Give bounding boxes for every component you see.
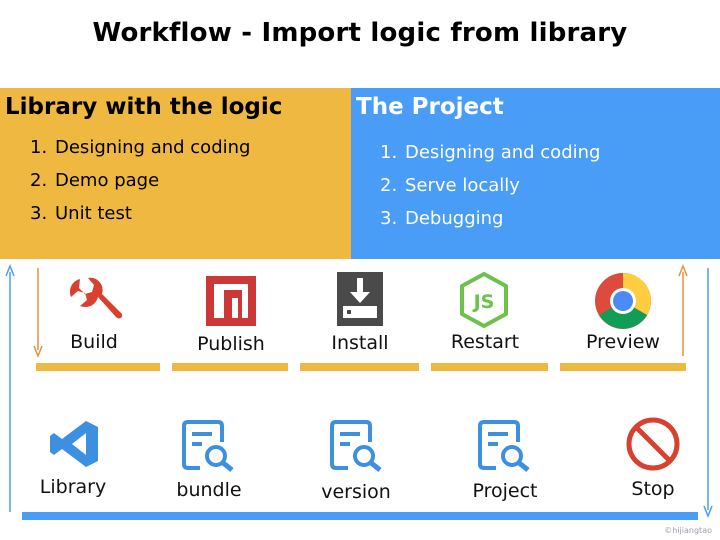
step-label-restart: Restart xyxy=(450,331,520,353)
nodejs-icon: JS xyxy=(460,272,508,328)
download-tray-icon xyxy=(337,272,383,326)
step-label-install: Install xyxy=(331,332,389,354)
project-panel: The Project 1. Designing and coding 2. Ser… xyxy=(351,88,720,259)
list-item: 1. Designing and coding xyxy=(30,131,250,164)
library-steps-list: 1. Designing and coding 2. Demo page 3. Uni… xyxy=(30,131,250,230)
svg-text:JS: JS xyxy=(472,291,495,313)
list-text: Designing and coding xyxy=(405,142,601,163)
npm-icon xyxy=(206,276,256,326)
separator-bar xyxy=(36,363,160,371)
list-number: 3. xyxy=(30,203,48,224)
step-label-version: version xyxy=(321,481,391,503)
copyright-text: ©hijiangtao xyxy=(664,526,712,535)
list-text: Demo page xyxy=(55,170,160,191)
step-label-publish: Publish xyxy=(197,333,265,355)
vscode-icon xyxy=(50,421,98,467)
document-search-icon xyxy=(182,420,234,472)
separator-bar xyxy=(431,363,548,371)
list-number: 1. xyxy=(30,137,48,158)
library-panel-title: Library with the logic xyxy=(5,94,283,120)
project-bar xyxy=(22,512,698,520)
step-label-bundle: bundle xyxy=(176,479,242,501)
separator-bar xyxy=(300,363,419,371)
list-number: 2. xyxy=(380,175,398,196)
list-item: 3. Unit test xyxy=(30,197,250,230)
down-arrow-orange xyxy=(33,268,43,359)
chrome-icon xyxy=(595,273,651,329)
list-item: 1. Designing and coding xyxy=(380,136,600,169)
page-title: Workflow - Import logic from library xyxy=(92,18,628,48)
separator-bar xyxy=(172,363,288,371)
list-item: 2. Serve locally xyxy=(380,169,600,202)
list-text: Serve locally xyxy=(405,175,520,196)
list-number: 3. xyxy=(380,208,398,229)
document-search-icon xyxy=(478,420,530,472)
down-arrow-blue-right xyxy=(703,268,713,519)
up-arrow-blue-left xyxy=(5,263,15,512)
list-text: Designing and coding xyxy=(55,137,251,158)
wrench-icon xyxy=(70,277,123,319)
step-label-stop: Stop xyxy=(631,478,675,500)
step-label-build: Build xyxy=(70,331,118,353)
library-panel: Library with the logic 1. Designing and c… xyxy=(0,88,351,259)
project-panel-title: The Project xyxy=(356,94,504,120)
prohibited-icon xyxy=(626,417,680,471)
separator-bar xyxy=(560,363,686,371)
up-arrow-orange xyxy=(678,263,688,356)
list-text: Debugging xyxy=(405,208,504,229)
step-label-project: Project xyxy=(472,480,538,502)
step-label-library: Library xyxy=(39,476,107,498)
list-number: 1. xyxy=(380,142,398,163)
list-item: 2. Demo page xyxy=(30,164,250,197)
list-text: Unit test xyxy=(55,203,132,224)
list-item: 3. Debugging xyxy=(380,202,600,235)
document-search-icon xyxy=(330,420,382,472)
list-number: 2. xyxy=(30,170,48,191)
project-steps-list: 1. Designing and coding 2. Serve locally 3… xyxy=(380,136,600,235)
step-label-preview: Preview xyxy=(586,331,660,353)
